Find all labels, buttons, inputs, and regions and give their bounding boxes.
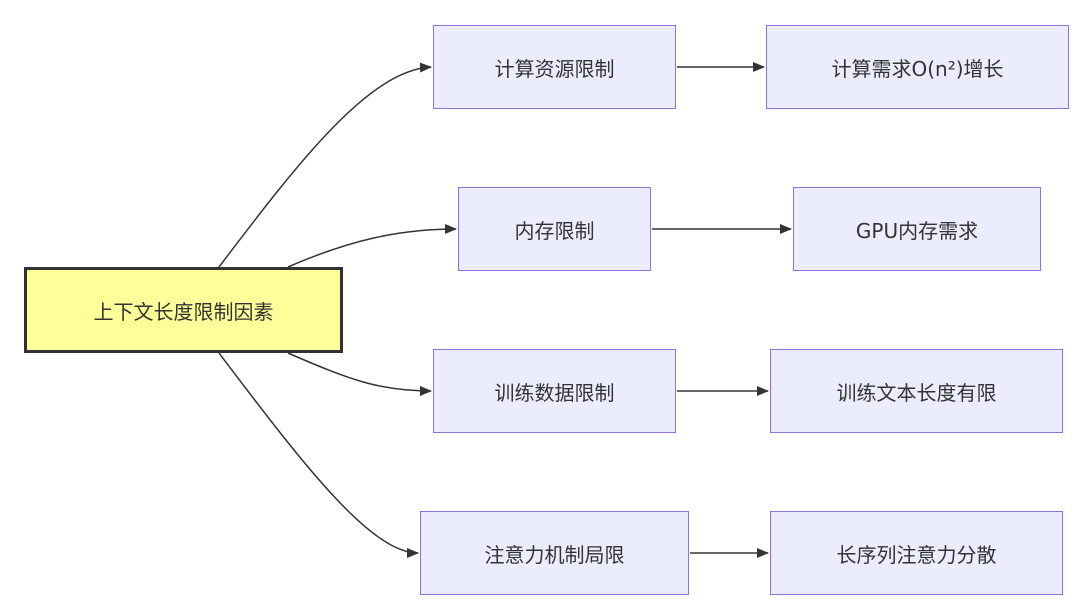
effect-node-memory: GPU内存需求 <box>793 187 1041 271</box>
edge-root-to-compute <box>218 62 432 268</box>
root-node: 上下文长度限制因素 <box>24 267 343 353</box>
factor-node-label: 计算资源限制 <box>494 56 615 81</box>
effect-node-attention: 长序列注意力分散 <box>770 511 1063 595</box>
effect-node-compute: 计算需求O(n²)增长 <box>766 25 1069 109</box>
effect-node-label: 计算需求O(n²)增长 <box>831 56 1004 81</box>
edge-root-to-attention <box>218 352 419 558</box>
factor-node-label: 训练数据限制 <box>494 380 615 405</box>
effect-node-label: 训练文本长度有限 <box>836 380 997 405</box>
root-node-label: 上下文长度限制因素 <box>93 299 274 324</box>
edge-root-to-memory <box>287 224 457 268</box>
factor-node-attention: 注意力机制局限 <box>420 511 689 595</box>
effect-node-label: 长序列注意力分散 <box>836 542 997 567</box>
factor-node-memory: 内存限制 <box>458 187 651 271</box>
factor-node-label: 内存限制 <box>514 218 595 243</box>
effect-node-label: GPU内存需求 <box>855 218 979 243</box>
factor-node-compute: 计算资源限制 <box>433 25 676 109</box>
factor-node-data: 训练数据限制 <box>433 349 676 433</box>
factor-node-label: 注意力机制局限 <box>484 542 625 567</box>
effect-node-data: 训练文本长度有限 <box>770 349 1063 433</box>
edge-root-to-data <box>287 352 432 396</box>
